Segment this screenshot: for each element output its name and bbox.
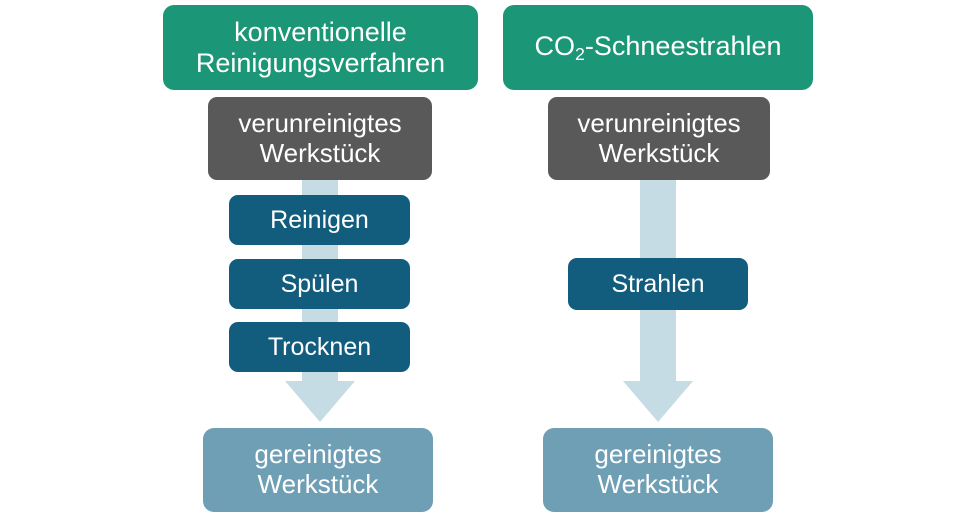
column-header-co2-snow-blasting: CO2-Schneestrahlen bbox=[503, 5, 813, 90]
step-node-trocknen: Trocknen bbox=[229, 322, 410, 372]
step-node-reinigen: Reinigen bbox=[229, 195, 410, 245]
column-header-conventional: konventionelle Reinigungsverfahren bbox=[163, 5, 478, 90]
header-formula: CO2-Schneestrahlen bbox=[534, 31, 781, 64]
header-formula-suffix: -Schneestrahlen bbox=[584, 30, 782, 61]
output-node-conventional: gereinigtes Werkstück bbox=[203, 428, 433, 512]
header-formula-subscript: 2 bbox=[574, 43, 585, 64]
header-formula-prefix: CO bbox=[534, 30, 575, 61]
output-node-co2: gereinigtes Werkstück bbox=[543, 428, 773, 512]
step-node-strahlen: Strahlen bbox=[568, 258, 748, 310]
input-node-conventional: verunreinigtes Werkstück bbox=[208, 97, 432, 180]
input-node-co2: verunreinigtes Werkstück bbox=[548, 97, 770, 180]
step-node-spuelen: Spülen bbox=[229, 259, 410, 309]
